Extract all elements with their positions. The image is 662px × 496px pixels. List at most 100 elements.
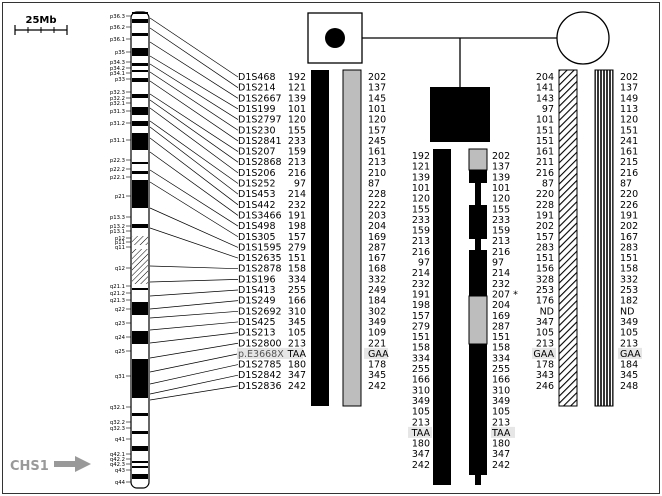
child-allele-1: 151: [412, 332, 430, 343]
mother-allele-1: 246: [536, 381, 554, 392]
band-label: p32.3: [110, 90, 125, 96]
child-allele-1: 121: [412, 162, 430, 173]
father-allele-2: 287: [368, 242, 386, 253]
father-allele-2: 302: [368, 306, 386, 317]
father-allele-1: 191: [288, 210, 306, 221]
child-allele-1: 334: [412, 353, 430, 364]
father-allele-2: 210: [368, 168, 386, 179]
child-allele-1: 349: [412, 396, 430, 407]
mother-allele-2: 349: [620, 317, 638, 328]
scale-bar: 25Mb: [14, 15, 68, 35]
child-allele-1: 198: [412, 300, 430, 311]
child-allele-2: 242: [492, 460, 510, 471]
marker-name: D1S249: [238, 296, 276, 307]
father-allele-2: 167: [368, 253, 386, 264]
mother-allele-2: 283: [620, 242, 638, 253]
child-haplotype-2: [468, 148, 488, 485]
mother-haplotype-2: [594, 69, 614, 407]
child-allele-1: 310: [412, 385, 430, 396]
father-haplotype-2: [342, 69, 362, 407]
father-allele-1: 139: [288, 93, 306, 104]
band-label: p13.3: [110, 215, 125, 221]
pedigree: [307, 11, 610, 142]
child-allele-2: 207 *: [492, 289, 518, 300]
child-allele-1: 155: [412, 204, 430, 215]
mother-allele-1: 204: [536, 72, 554, 83]
child-allele-2: 204: [492, 300, 510, 311]
father-allele-1: 121: [288, 83, 306, 94]
marker-name: D1S230: [238, 125, 276, 136]
mother-allele-2: 161: [620, 147, 638, 158]
father-allele-1: 242: [288, 381, 306, 392]
mother-allele-1: 178: [536, 360, 554, 371]
mother-allele-2: 216: [620, 168, 638, 179]
father-allele-1: 334: [288, 274, 306, 285]
band-label: q25: [115, 349, 125, 355]
marker-name: D1S453: [238, 189, 276, 200]
child-allele-2: 139: [492, 172, 510, 183]
father-allele-2: 228: [368, 189, 386, 200]
mother-allele-2: 182: [620, 296, 638, 307]
father-allele-1: 180: [288, 360, 306, 371]
child-allele-2: 287: [492, 321, 510, 332]
marker-name: D1S2841: [238, 136, 282, 147]
band-label: q41: [115, 437, 125, 443]
band-label: q44: [115, 480, 126, 486]
child-allele-2: 233: [492, 215, 510, 226]
mother-allele-1: 101: [536, 115, 554, 126]
mother-allele-2: 332: [620, 274, 638, 285]
marker-name: D1S2868: [238, 157, 282, 168]
mother-allele-1: 328: [536, 274, 554, 285]
child-allele-2: 334: [492, 353, 510, 364]
mother-allele-1: 87: [542, 179, 554, 190]
mother-allele-2: 345: [620, 370, 638, 381]
mother-allele-2: 149: [620, 93, 638, 104]
child-allele-2: 158: [492, 343, 510, 354]
marker-name: D1S206: [238, 168, 276, 179]
band-label: p31.1: [110, 138, 125, 144]
father-allele-1: 213: [288, 338, 306, 349]
band-label: q22: [115, 307, 125, 313]
mother-allele-2: 215: [620, 157, 638, 168]
father-allele-1: 101: [288, 104, 306, 115]
child-allele-2: 151: [492, 332, 510, 343]
marker-name: D1S468: [238, 72, 276, 83]
father-allele-2: 249: [368, 285, 386, 296]
father-allele-2: 137: [368, 83, 386, 94]
band-label: p34.3: [110, 60, 125, 66]
mother-allele-2: 184: [620, 360, 638, 371]
child-allele-1: 180: [412, 439, 430, 450]
mother-allele-2: 248: [620, 381, 638, 392]
band-label: p22.2: [110, 167, 125, 173]
child-allele-1: 120: [412, 194, 430, 205]
band-label: p32.2: [110, 96, 125, 102]
father-allele-2: 120: [368, 115, 386, 126]
child-allele-2: 232: [492, 279, 510, 290]
mother-allele-1: 105: [536, 328, 554, 339]
child-allele-1: 101: [412, 183, 430, 194]
mother-allele-2: 213: [620, 338, 638, 349]
child-allele-1: 232: [412, 279, 430, 290]
mother-allele-1: 213: [536, 338, 554, 349]
child-allele-1: 279: [412, 321, 430, 332]
child-allele-1: 166: [412, 375, 430, 386]
mother-haplotype-1: [558, 69, 578, 407]
mother-allele-1: 151: [536, 125, 554, 136]
mother-allele-1: 216: [536, 168, 554, 179]
band-label: q42.1: [110, 452, 125, 458]
child-allele-2: 120: [492, 194, 510, 205]
mother-allele-2: 87: [620, 179, 632, 190]
father-allele-2: 101: [368, 104, 386, 115]
mother-allele-1: 220: [536, 189, 554, 200]
band-label: p22.3: [110, 158, 125, 164]
marker-connector-lines: [149, 17, 239, 401]
father-allele-1: 105: [288, 328, 306, 339]
child-allele-1: 213: [412, 236, 430, 247]
father-allele-1: 192: [288, 72, 306, 83]
marker-name: D1S3466: [238, 210, 282, 221]
mother-allele-1: 143: [536, 93, 554, 104]
mother-symbol: [556, 11, 610, 65]
father-allele-2: 221: [368, 338, 386, 349]
band-label: p12: [115, 236, 125, 242]
father-allele-2: 222: [368, 200, 386, 211]
